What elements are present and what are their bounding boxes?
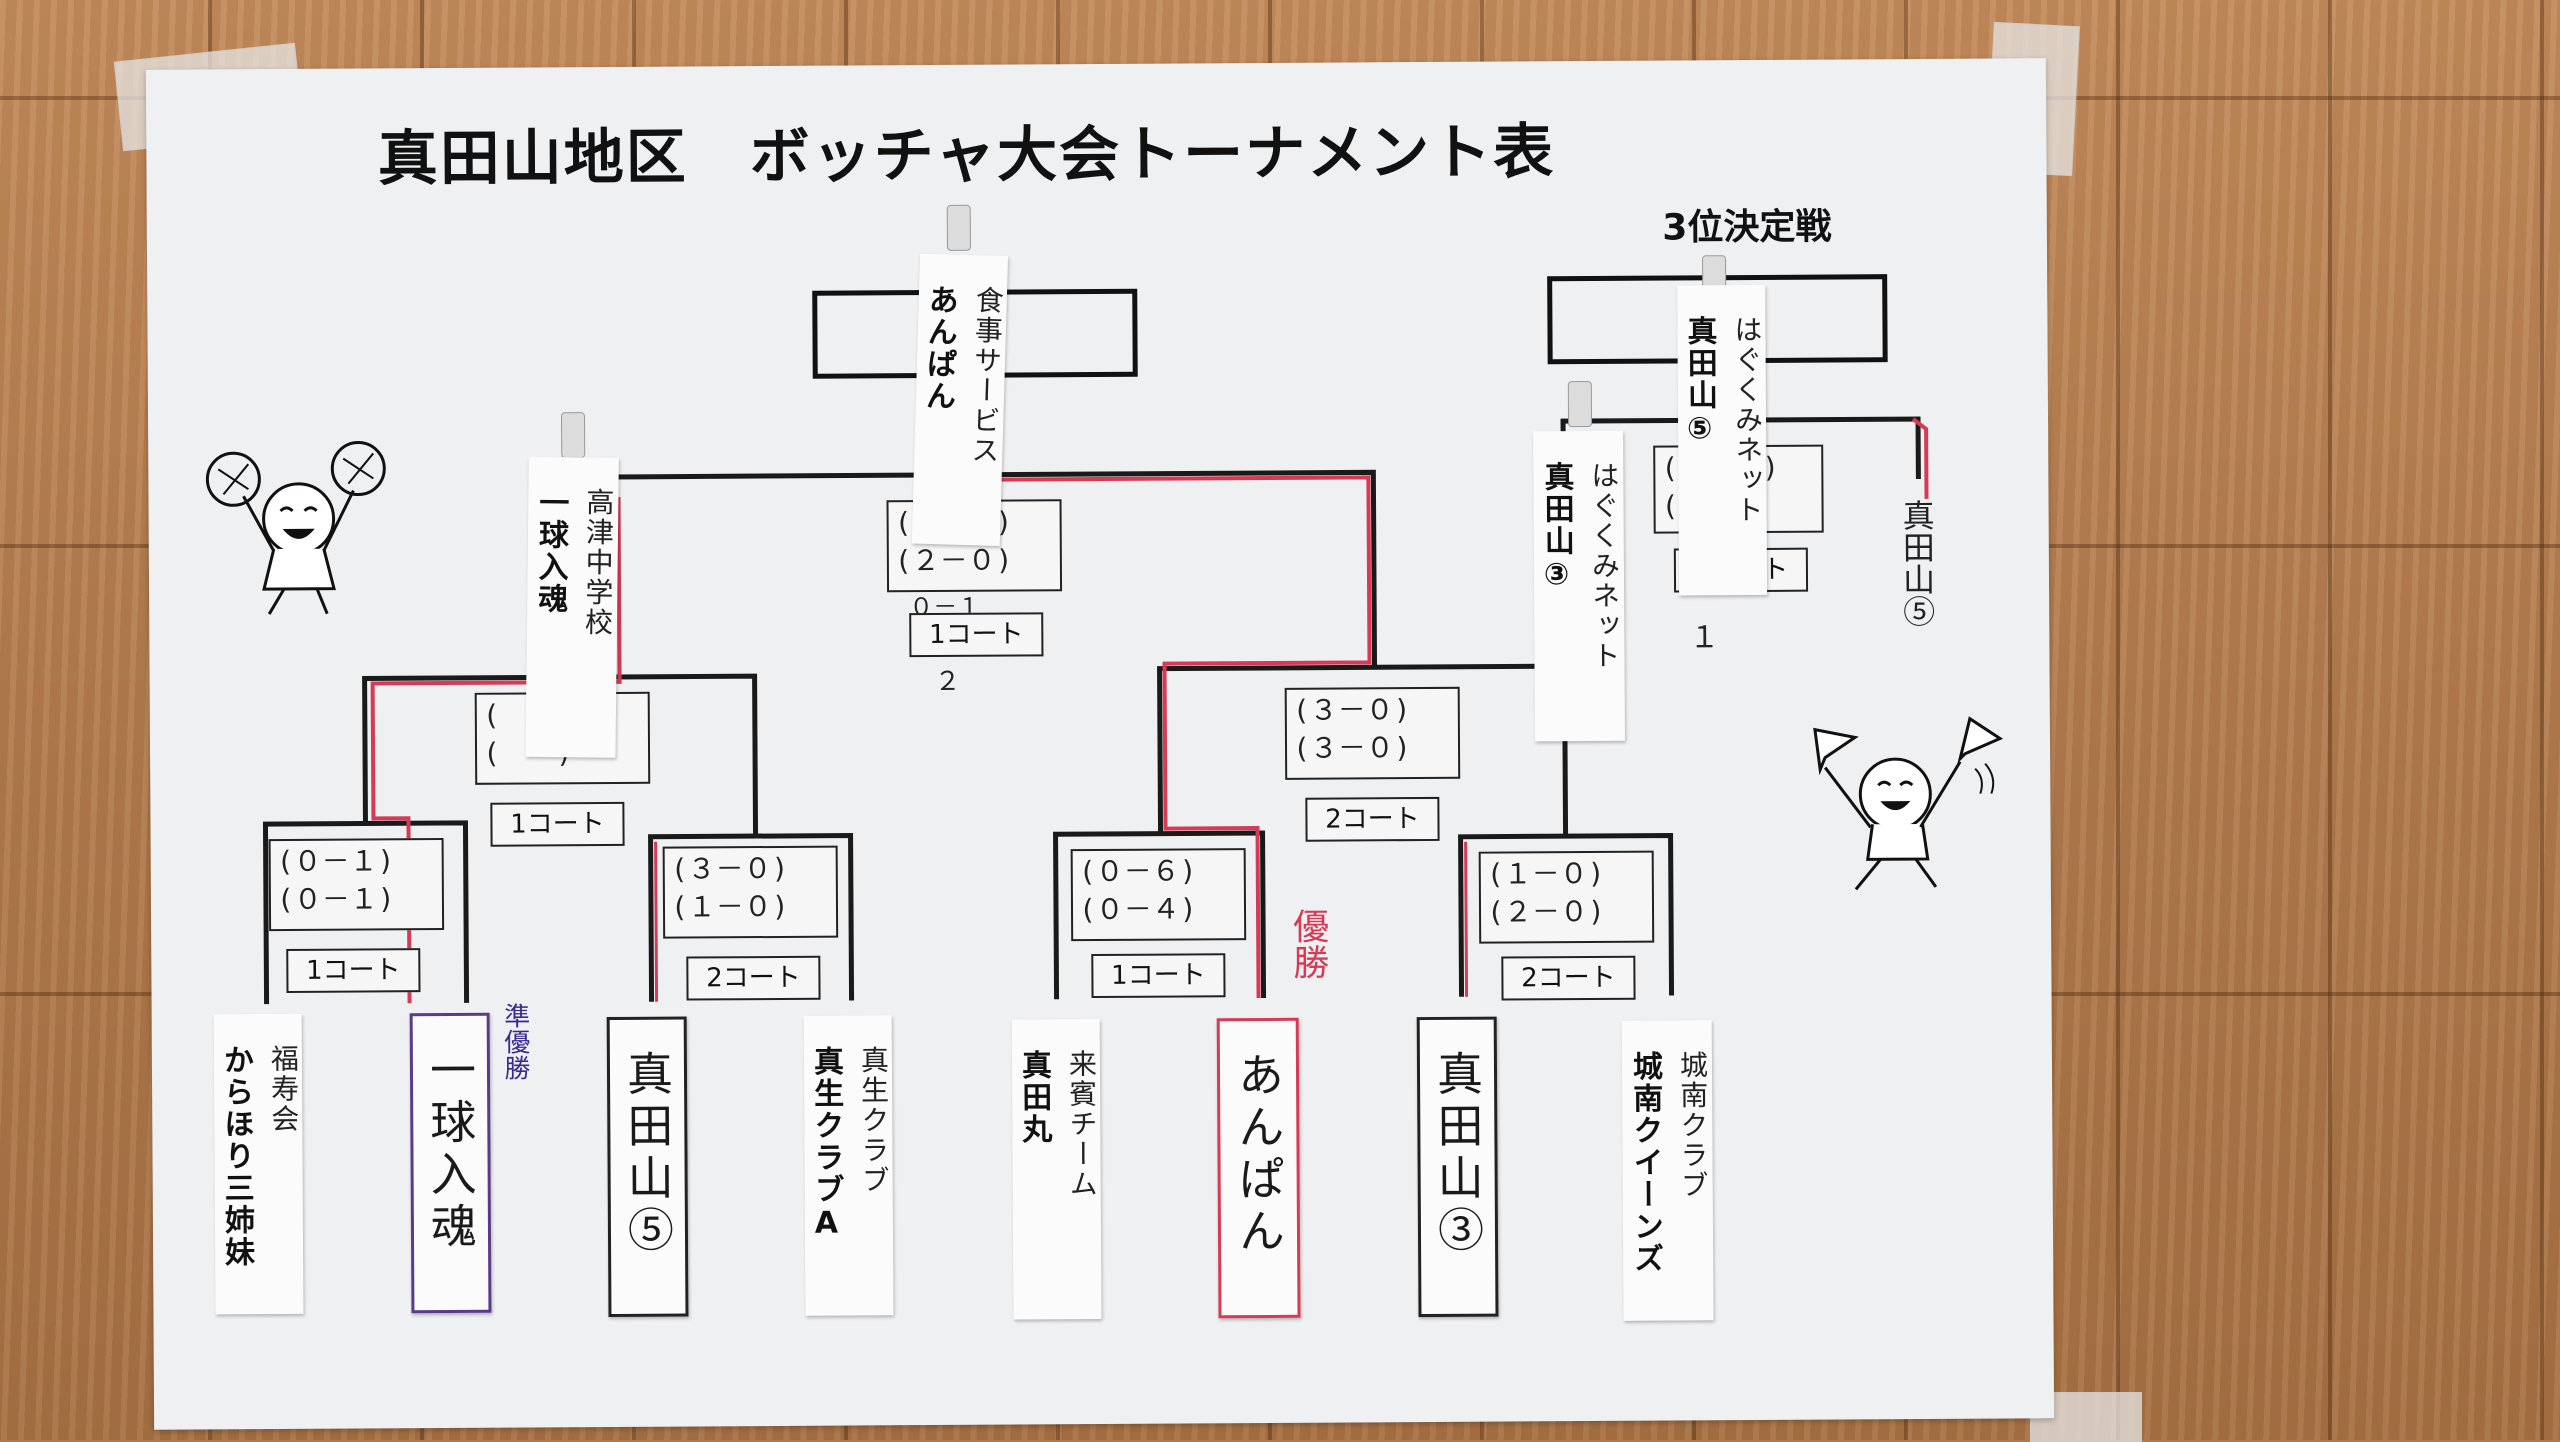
team-card-5: 来賓チーム 真田丸: [1012, 1019, 1102, 1320]
team-card-8: 城南クラブ 城南クイーンズ: [1622, 1020, 1714, 1321]
win-path-r1-m4: [1466, 842, 1467, 997]
third-side-note: 真田山⑤: [1894, 499, 1941, 627]
court-r1-m2: 2コート: [686, 956, 820, 1001]
winner-note: 優勝: [1281, 908, 1333, 980]
third-winner-name: 真田山⑤: [1676, 315, 1722, 595]
court-r2-m1: 1コート: [490, 802, 624, 847]
team-card-1: 福寿会 からほり三姉妹: [214, 1014, 304, 1315]
team-7-name: 真田山③: [1424, 1050, 1492, 1314]
score-r1-m3: (０－６)(０－４): [1071, 848, 1247, 941]
team-1-name: からほり三姉妹: [213, 1044, 259, 1314]
team-card-2: 一球入魂: [410, 1013, 492, 1313]
court-r1-m3: 1コート: [1091, 953, 1225, 998]
tournament-poster: 真田山地区 ボッチャ大会トーナメント表 3位決定戦 (０－１)(０－１): [146, 58, 2054, 1430]
semi-right-org: はぐくみネット: [1583, 461, 1625, 741]
final-extra-number: ２: [934, 661, 960, 698]
score-r1-m2: (３－０)(１－０): [663, 846, 839, 939]
team-2-name: 一球入魂: [417, 1046, 485, 1310]
score-r2-m2: (３－０)(３－０): [1285, 687, 1461, 780]
score-r1-m1: (０－１)(０－１): [269, 838, 445, 931]
semi-left-name: 一球入魂: [525, 487, 572, 757]
team-1-org: 福寿会: [263, 1044, 305, 1314]
team-6-name: あんぱん: [1225, 1051, 1293, 1315]
court-r1-m1: 1コート: [286, 948, 420, 993]
champion-card: 食事サービス あんぱん: [912, 254, 1008, 546]
team-8-org: 城南クラブ: [1672, 1050, 1714, 1320]
clip-champion: [947, 205, 971, 251]
team-card-3: 真田山⑤: [607, 1017, 689, 1317]
semi-right-name: 真田山③: [1533, 461, 1579, 741]
semi-left-card: 高津中学校 一球入魂: [525, 457, 618, 758]
team-4-name: 真生クラブA: [803, 1046, 849, 1316]
team-card-7: 真田山③: [1417, 1017, 1499, 1317]
court-r2-m2: 2コート: [1305, 797, 1439, 842]
team-card-6: あんぱん: [1217, 1018, 1301, 1318]
court-final: 1コート: [909, 612, 1043, 657]
third-winner-org: はぐくみネット: [1726, 315, 1768, 595]
score-r1-m4: (１－０)(２－０): [1479, 851, 1655, 944]
team-card-4: 真生クラブ 真生クラブA: [804, 1015, 894, 1316]
flag-mascot-icon: [1790, 708, 2011, 899]
team-5-org: 来賓チーム: [1061, 1049, 1103, 1319]
third-extra-number: １: [1689, 612, 1719, 656]
semi-left-org: 高津中学校: [575, 487, 618, 757]
champion-name: あんぱん: [911, 284, 962, 545]
team-4-org: 真生クラブ: [853, 1045, 895, 1315]
clip-semi-right: [1568, 381, 1592, 427]
runner-up-note: 準優勝: [497, 1002, 534, 1080]
team-8-name: 城南クイーンズ: [1622, 1051, 1668, 1321]
team-3-name: 真田山⑤: [614, 1050, 682, 1314]
semi-right-card: はぐくみネット 真田山③: [1533, 431, 1625, 742]
court-r1-m4: 2コート: [1501, 956, 1635, 1001]
clip-semi-left: [561, 412, 585, 458]
win-path-r1-m2: [656, 842, 657, 1002]
team-5-name: 真田丸: [1011, 1049, 1057, 1319]
cheerleader-mascot-icon: [198, 438, 399, 619]
champion-org: 食事サービス: [961, 285, 1008, 546]
third-winner-card: はぐくみネット 真田山⑤: [1677, 285, 1767, 596]
